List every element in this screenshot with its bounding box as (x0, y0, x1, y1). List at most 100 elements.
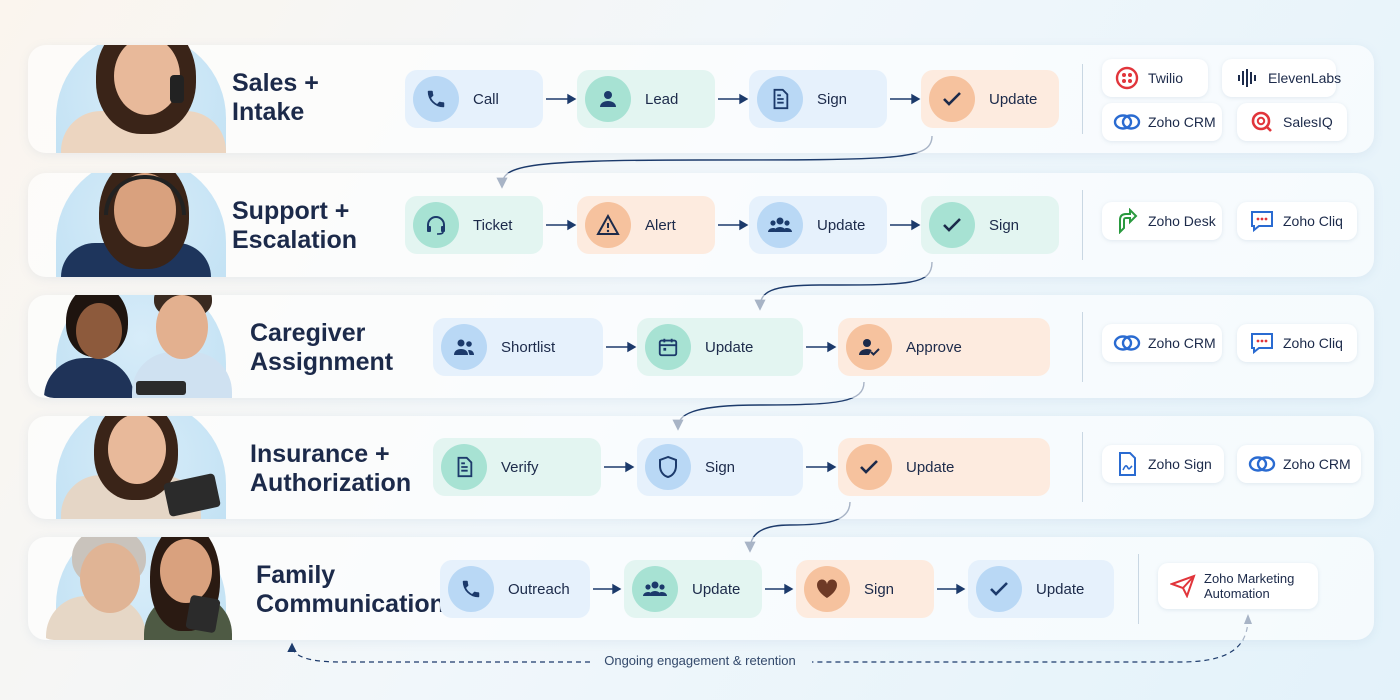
step-label: Verify (501, 458, 539, 476)
check-icon (929, 76, 975, 122)
step-label: Approve (906, 338, 962, 356)
zoho-desk-icon (1112, 206, 1142, 236)
step-sign: Sign (637, 438, 803, 496)
salesiq-icon (1247, 107, 1277, 137)
step-outreach: Outreach (440, 560, 590, 618)
headset-icon (413, 202, 459, 248)
footer-loop-label: Ongoing engagement & retention (604, 653, 796, 668)
row-family-communication: Family Communication (28, 537, 1374, 640)
avatar-photo (36, 295, 236, 398)
step-update: Update (838, 438, 1050, 496)
tool-zoho-sign: Zoho Sign (1102, 445, 1224, 483)
step-label: Update (817, 216, 866, 234)
tool-label: Zoho Cliq (1283, 335, 1343, 351)
heart-icon (804, 566, 850, 612)
step-update: Update (921, 70, 1059, 128)
waveform-icon (1232, 63, 1262, 93)
person-icon (585, 76, 631, 122)
step-label: Shortlist (501, 338, 556, 356)
step-sign: Sign (796, 560, 934, 618)
step-label: Update (989, 90, 1038, 108)
phone-icon (448, 566, 494, 612)
tool-zoho-marketing-automation: Zoho Marketing Automation (1158, 563, 1318, 609)
tool-label: Zoho CRM (1148, 335, 1216, 351)
step-update: Update (624, 560, 762, 618)
tool-zoho-crm: Zoho CRM (1102, 324, 1222, 362)
step-label: Update (1036, 580, 1085, 598)
check-icon (976, 566, 1022, 612)
avatar-photo (36, 173, 236, 277)
divider (1082, 312, 1083, 382)
step-verify: Verify (433, 438, 601, 496)
divider (1138, 554, 1139, 624)
step-label: Sign (817, 90, 848, 108)
step-update: Update (749, 196, 887, 254)
step-label: Outreach (508, 580, 570, 598)
group-icon (441, 324, 487, 370)
tool-zoho-cliq: Zoho Cliq (1237, 202, 1357, 240)
zoho-cliq-icon (1247, 328, 1277, 358)
step-label: Update (705, 338, 754, 356)
avatar-photo (36, 537, 236, 640)
step-shortlist: Shortlist (433, 318, 603, 376)
avatar-photo (36, 416, 236, 519)
step-lead: Lead (577, 70, 715, 128)
step-label: Sign (864, 580, 895, 598)
step-label: Ticket (473, 216, 513, 234)
row-title: Support + Escalation (232, 197, 358, 254)
step-label: Call (473, 90, 499, 108)
person-check-icon (846, 324, 892, 370)
divider (1082, 432, 1083, 502)
tool-label: Zoho Sign (1148, 456, 1212, 472)
step-alert: Alert (577, 196, 715, 254)
step-label: Update (906, 458, 955, 476)
zoho-crm-icon (1112, 328, 1142, 358)
step-ticket: Ticket (405, 196, 543, 254)
divider (1082, 64, 1083, 134)
tool-zoho-crm: Zoho CRM (1237, 445, 1361, 483)
twilio-icon (1112, 63, 1142, 93)
step-label: Alert (645, 216, 676, 234)
divider (1082, 190, 1083, 260)
step-approve: Approve (838, 318, 1050, 376)
tool-label: ElevenLabs (1268, 70, 1342, 86)
tool-label: Zoho Desk (1148, 213, 1216, 229)
tool-label: Zoho Marketing Automation (1204, 571, 1295, 601)
step-call: Call (405, 70, 543, 128)
avatar-photo (36, 45, 236, 153)
tool-label: Twilio (1148, 70, 1184, 86)
document-icon (441, 444, 487, 490)
step-update: Update (637, 318, 803, 376)
row-title: Family Communication (256, 561, 445, 618)
step-update: Update (968, 560, 1114, 618)
step-label: Sign (705, 458, 736, 476)
group-icon (757, 202, 803, 248)
step-label: Update (692, 580, 741, 598)
group-icon (632, 566, 678, 612)
tool-label: Zoho CRM (1283, 456, 1351, 472)
warning-icon (585, 202, 631, 248)
zoho-cliq-icon (1247, 206, 1277, 236)
check-icon (846, 444, 892, 490)
tool-twilio: Twilio (1102, 59, 1208, 97)
shield-icon (645, 444, 691, 490)
document-icon (757, 76, 803, 122)
step-sign: Sign (749, 70, 887, 128)
tool-zoho-crm: Zoho CRM (1102, 103, 1222, 141)
calendar-icon (645, 324, 691, 370)
tool-label: Zoho CRM (1148, 114, 1216, 130)
tool-label: Zoho Cliq (1283, 213, 1343, 229)
tool-salesiq: SalesIQ (1237, 103, 1347, 141)
tool-label: SalesIQ (1283, 114, 1333, 130)
zoho-crm-icon (1247, 449, 1277, 479)
step-label: Lead (645, 90, 679, 108)
step-sign: Sign (921, 196, 1059, 254)
row-title: Insurance + Authorization (250, 440, 412, 497)
row-title: Caregiver Assignment (250, 319, 394, 376)
row-title: Sales + Intake (232, 69, 319, 126)
loop-connector-left (287, 642, 590, 663)
tool-zoho-desk: Zoho Desk (1102, 202, 1222, 240)
zoho-sign-icon (1112, 449, 1142, 479)
check-icon (929, 202, 975, 248)
zoho-crm-icon (1112, 107, 1142, 137)
